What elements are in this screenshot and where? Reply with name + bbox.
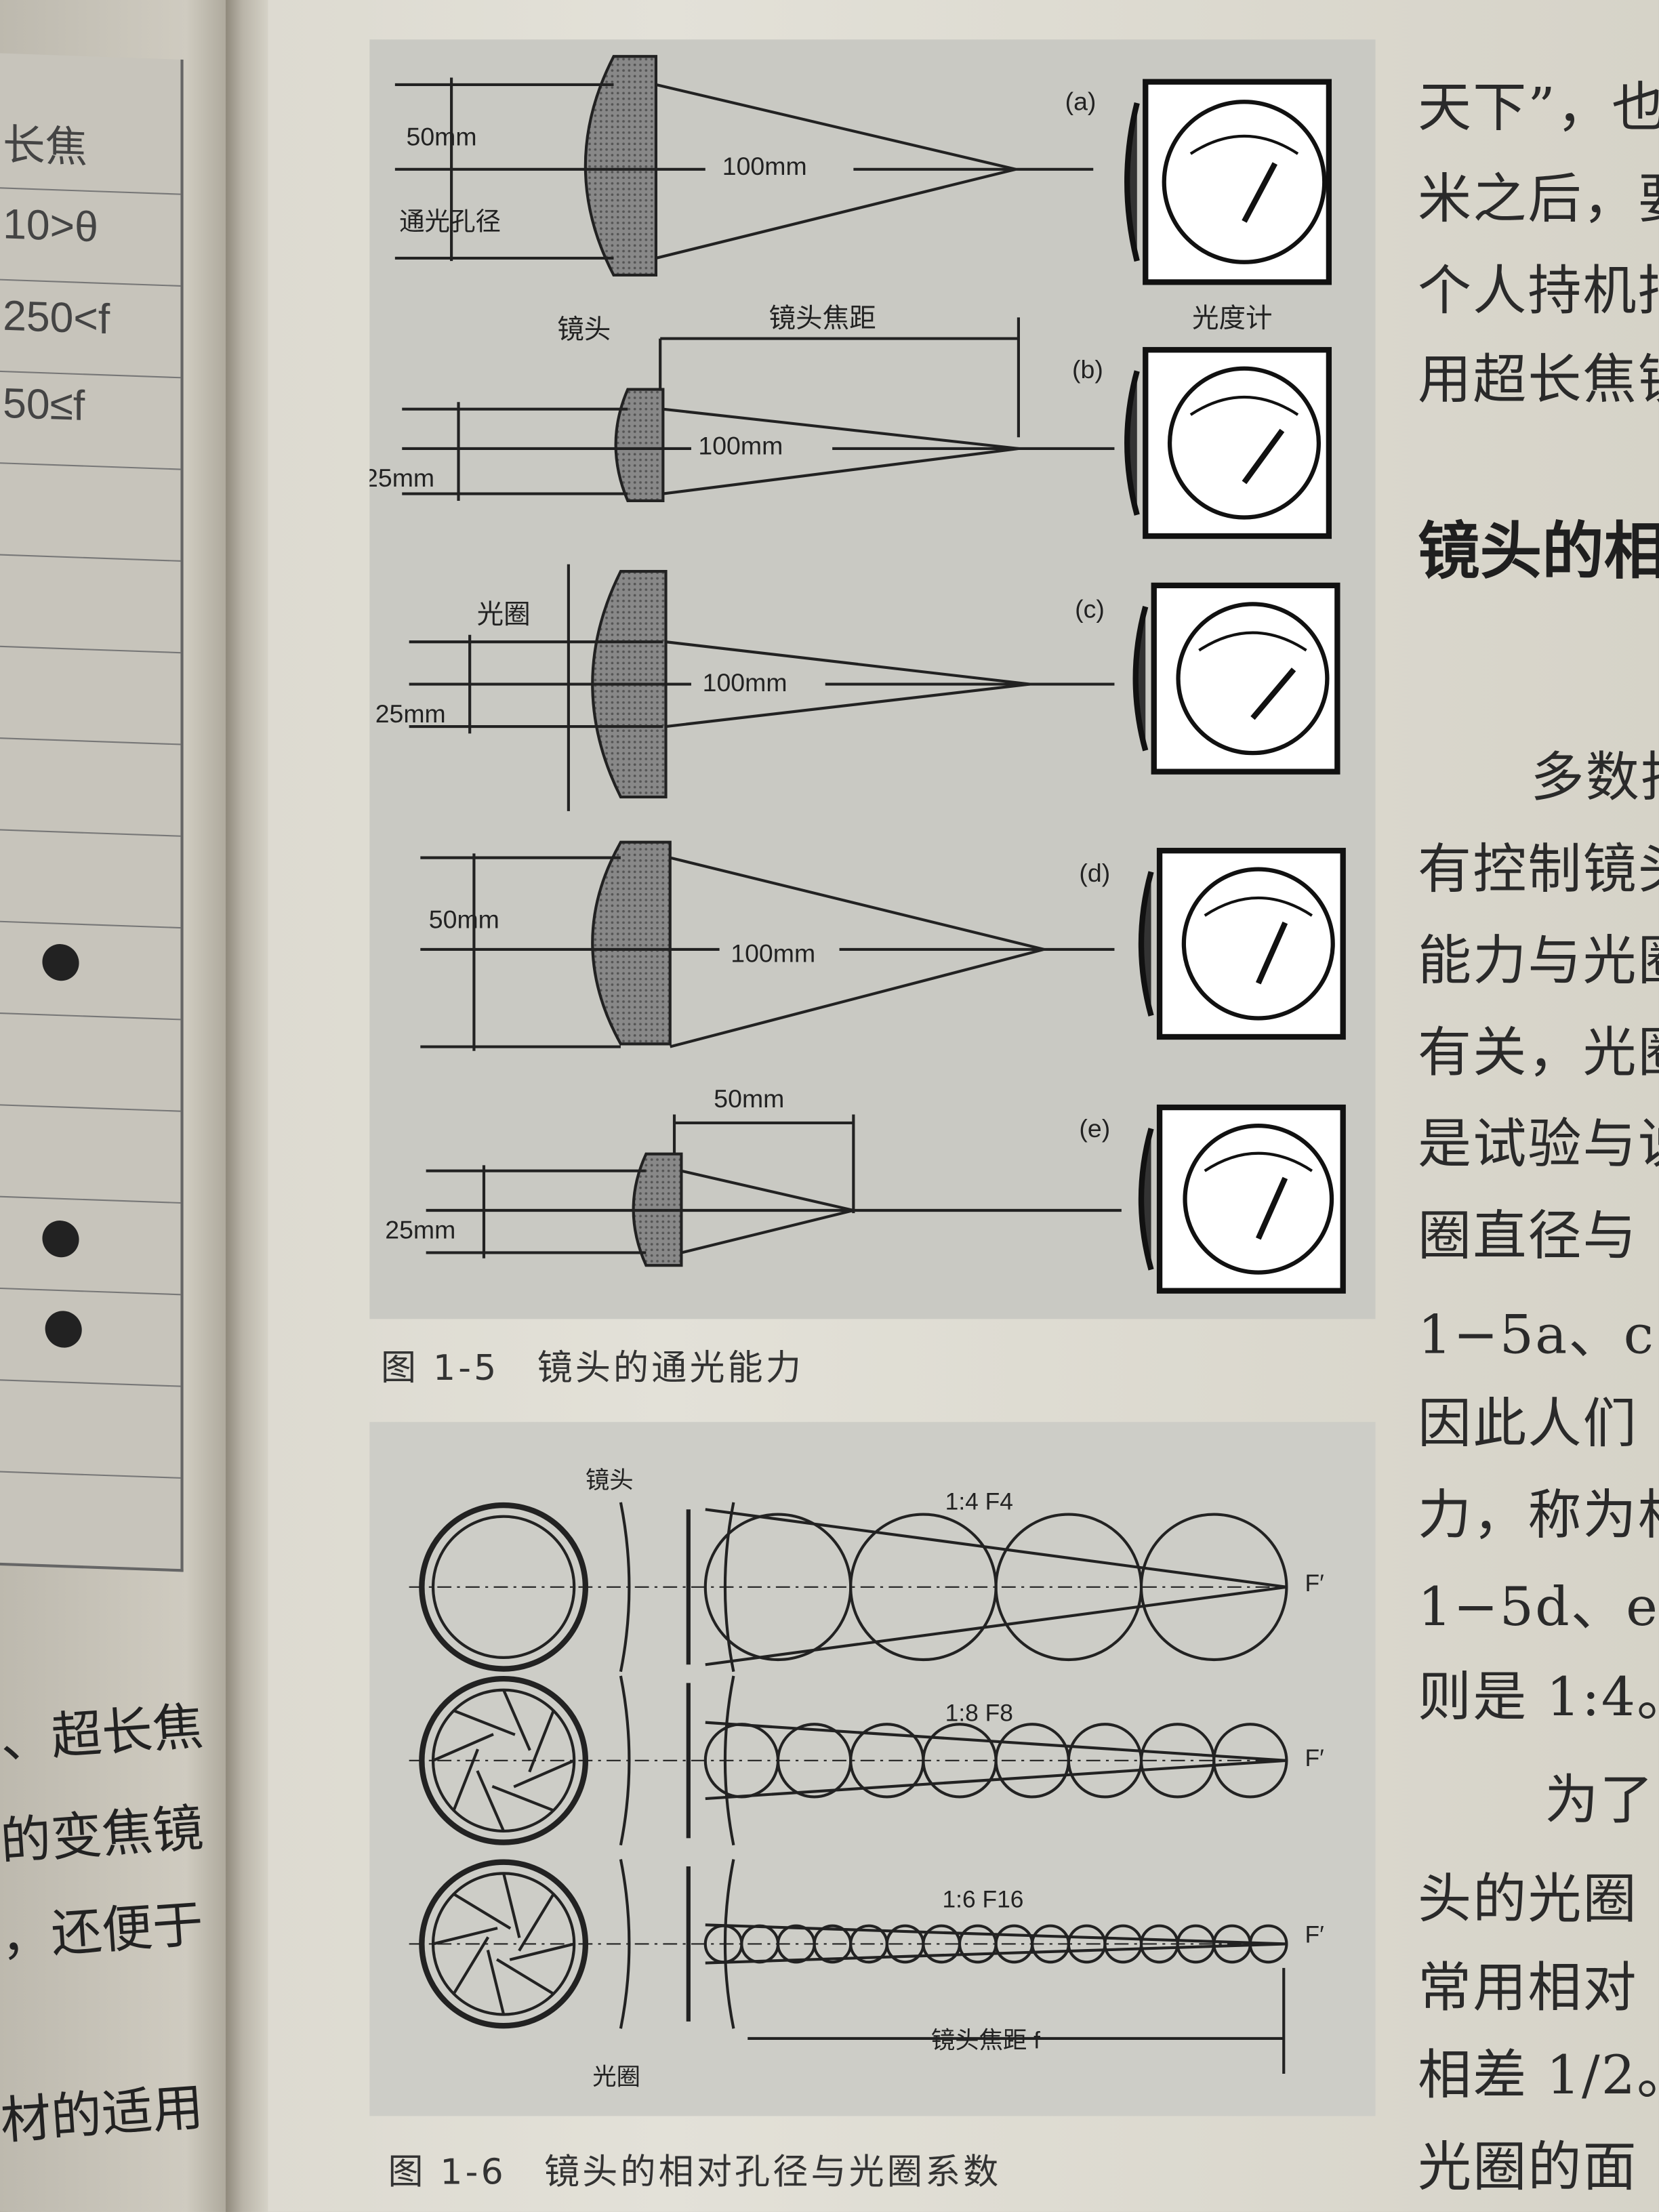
light-meter-icon	[1124, 347, 1332, 539]
book-gutter	[226, 0, 268, 2212]
left-page: 长焦 10>θ 250<f 50≤f 、超长焦 的变焦镜 ，还便于 材的适用	[0, 0, 233, 2212]
panel-tag-d: (d)	[1079, 859, 1110, 887]
aperture-ratio-diagram: 镜头 1:4 F4 1:8 F8 1:6 F16 F′ F′ F′ 镜头焦距 f…	[409, 1467, 1324, 2091]
table-cell: 50≤f	[3, 380, 85, 430]
aperture-label-c: 25mm	[375, 699, 446, 728]
light-meter-icon	[1138, 848, 1346, 1040]
light-meter-label: 光度计	[1192, 304, 1273, 333]
bullet-dot	[45, 1310, 82, 1349]
panel-tag-a: (a)	[1065, 87, 1097, 115]
aperture-label-a: 50mm	[407, 122, 477, 150]
table-rule	[0, 370, 181, 379]
focal-label-b: 100mm	[698, 431, 783, 459]
aperture-diameter-label: 通光孔径	[399, 207, 501, 235]
focal-label-e: 50mm	[714, 1084, 784, 1113]
text-line: 能力与光圈	[1418, 929, 1659, 992]
table-rule	[0, 187, 181, 195]
aperture-label-d: 50mm	[429, 905, 499, 934]
text-line: 是试验与说	[1418, 1113, 1659, 1175]
figure-1-6-caption: 图 1-6 镜头的相对孔径与光圈系数	[388, 2151, 1002, 2192]
text-line: 头的光圈	[1418, 1868, 1638, 1930]
lens-light-diagram: 50mm 通光孔径 100mm (a) 镜头 镜头焦距 光度计 25mm 100…	[364, 55, 1346, 1294]
table-cell: 250<f	[3, 293, 110, 344]
light-meter-icon	[1124, 79, 1332, 285]
left-text-line: 的变焦镜	[0, 1800, 205, 1872]
focus-label: F′	[1305, 1921, 1324, 1948]
text-line: 光圈的面	[1418, 2135, 1638, 2198]
text-line: 相差 1/2。	[1418, 2044, 1659, 2106]
text-line: 1−5d、e 中	[1418, 1576, 1659, 1638]
bullet-dot	[42, 943, 79, 982]
section-heading: 镜头的相	[1418, 516, 1659, 589]
lens-label: 镜头	[557, 315, 611, 345]
bullet-dot	[42, 1220, 79, 1258]
diaphragm-label: 光圈	[477, 600, 531, 630]
text-line: 常用相对	[1418, 1957, 1638, 2019]
left-text-line: 、超长焦	[0, 1698, 205, 1771]
ratio-label-f4: 1:4 F4	[945, 1488, 1013, 1515]
focal-label-c: 100mm	[703, 668, 787, 697]
focus-label: F′	[1305, 1745, 1324, 1771]
text-line: 天下”，也是	[1418, 76, 1659, 138]
lens-icon	[619, 1502, 735, 1673]
lens-icon	[619, 1859, 735, 2029]
focal-label-a: 100mm	[722, 152, 807, 180]
table-cell: 长焦	[3, 122, 88, 172]
focus-label: F′	[1305, 1570, 1324, 1597]
text-line: 因此人们	[1418, 1392, 1638, 1455]
ratio-label-f16: 1:6 F16	[943, 1886, 1024, 1912]
figure-1-6: 镜头 1:4 F4 1:8 F8 1:6 F16 F′ F′ F′ 镜头焦距 f…	[369, 1422, 1376, 2116]
aperture-label-b: 25mm	[369, 464, 434, 492]
text-line: 个人持机拍	[1418, 260, 1659, 322]
panel-tag-b: (b)	[1072, 355, 1103, 384]
text-line: 为了	[1544, 1769, 1655, 1831]
text-line: 圈直径与	[1418, 1204, 1638, 1267]
text-line: 则是 1:4。	[1418, 1666, 1659, 1728]
light-meter-icon	[1132, 582, 1340, 775]
text-line: 力，称为相	[1418, 1483, 1659, 1547]
panel-tag-e: (e)	[1079, 1114, 1110, 1143]
text-line: 多数抖	[1530, 746, 1659, 808]
text-line: 有控制镜头	[1418, 838, 1659, 901]
lens-label: 镜头	[586, 1467, 634, 1494]
ratio-label-f8: 1:8 F8	[945, 1700, 1013, 1727]
light-meter-icon	[1138, 1104, 1346, 1294]
figure-1-5-caption: 图 1-5 镜头的通光能力	[381, 1347, 804, 1389]
table-cell: 10>θ	[3, 201, 98, 251]
left-text-line: ，还便于	[0, 1896, 205, 1968]
lens-icon	[619, 1675, 735, 1846]
diaphragm-label: 光圈	[592, 2064, 640, 2091]
table-rule	[0, 279, 181, 287]
aperture-label-e: 25mm	[385, 1216, 455, 1244]
figure-1-5: 50mm 通光孔径 100mm (a) 镜头 镜头焦距 光度计 25mm 100…	[364, 39, 1376, 1319]
panel-tag-c: (c)	[1075, 595, 1105, 623]
text-line: 1−5a、c 或	[1418, 1303, 1659, 1366]
text-line: 有关，光圈	[1418, 1021, 1659, 1084]
left-text-line: 材的适用	[0, 2079, 205, 2152]
text-line: 米之后，要	[1418, 167, 1659, 230]
focal-length-label: 镜头焦距 f	[931, 2027, 1040, 2053]
focal-length-label: 镜头焦距	[769, 304, 876, 333]
left-table: 长焦 10>θ 250<f 50≤f	[0, 53, 184, 1572]
focal-label-d: 100mm	[731, 939, 815, 968]
